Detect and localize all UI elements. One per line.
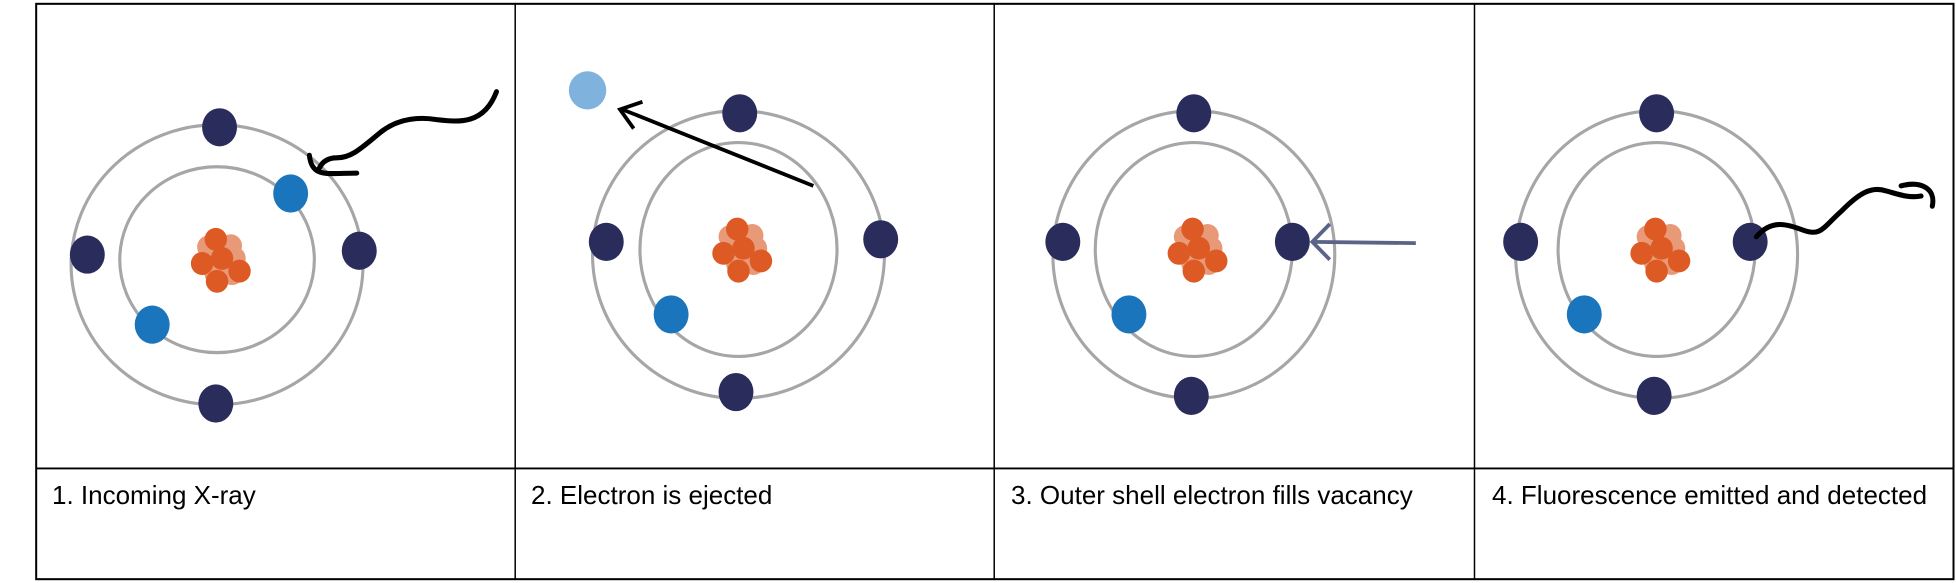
outer-electron	[202, 108, 238, 147]
outer-electron	[1274, 222, 1310, 261]
panel-2-caption: 2. Electron is ejected	[531, 480, 773, 510]
proton	[1181, 217, 1204, 241]
inner-shell	[118, 165, 316, 355]
outer-electron	[1173, 376, 1209, 415]
proton	[205, 269, 229, 293]
proton	[204, 227, 228, 251]
outer-electron	[718, 372, 754, 412]
outer-electron	[341, 231, 377, 270]
transition-arrowhead-icon	[1309, 222, 1332, 262]
outer-electron	[1639, 94, 1675, 133]
proton	[1667, 249, 1691, 273]
proton	[727, 259, 750, 283]
inner-electron	[1566, 295, 1602, 334]
proton	[1630, 241, 1653, 265]
inner-electron	[653, 295, 689, 334]
outer-electron	[1503, 222, 1539, 261]
inner-electron	[273, 174, 309, 213]
inner-electron	[1111, 295, 1147, 334]
proton	[712, 241, 735, 265]
proton	[1182, 259, 1206, 283]
proton	[732, 236, 755, 260]
fluorescence-wave-icon	[1753, 181, 1936, 240]
panel-4-caption: 4. Fluorescence emitted and detected	[1492, 480, 1928, 510]
outer-electron	[722, 94, 758, 133]
proton	[749, 249, 773, 273]
transition-arrow	[1312, 239, 1416, 246]
ejected-electron	[568, 71, 607, 110]
ejection-arrowhead-icon	[616, 100, 644, 130]
panel-3-caption: 3. Outer shell electron fills vacancy	[1011, 480, 1413, 510]
outer-electron	[863, 220, 899, 259]
proton	[190, 252, 214, 275]
proton	[1187, 236, 1211, 260]
inner-electron	[134, 305, 170, 344]
outer-electron	[1636, 376, 1672, 415]
inner-shell	[638, 140, 839, 359]
xray-wave-icon	[306, 89, 499, 177]
proton	[228, 259, 251, 283]
ejection-arrow	[621, 107, 815, 188]
proton	[1650, 236, 1673, 260]
panel-1-caption: 1. Incoming X-ray	[52, 480, 256, 510]
proton	[1644, 217, 1667, 241]
outer-electron	[588, 222, 624, 261]
outer-electron	[1045, 222, 1081, 261]
outer-electron	[198, 384, 234, 423]
proton	[1167, 241, 1191, 265]
proton	[1205, 249, 1228, 273]
outer-electron	[1176, 94, 1212, 133]
proton	[726, 217, 749, 241]
outer-electron	[69, 235, 105, 274]
proton	[1645, 259, 1668, 283]
proton	[210, 246, 234, 270]
